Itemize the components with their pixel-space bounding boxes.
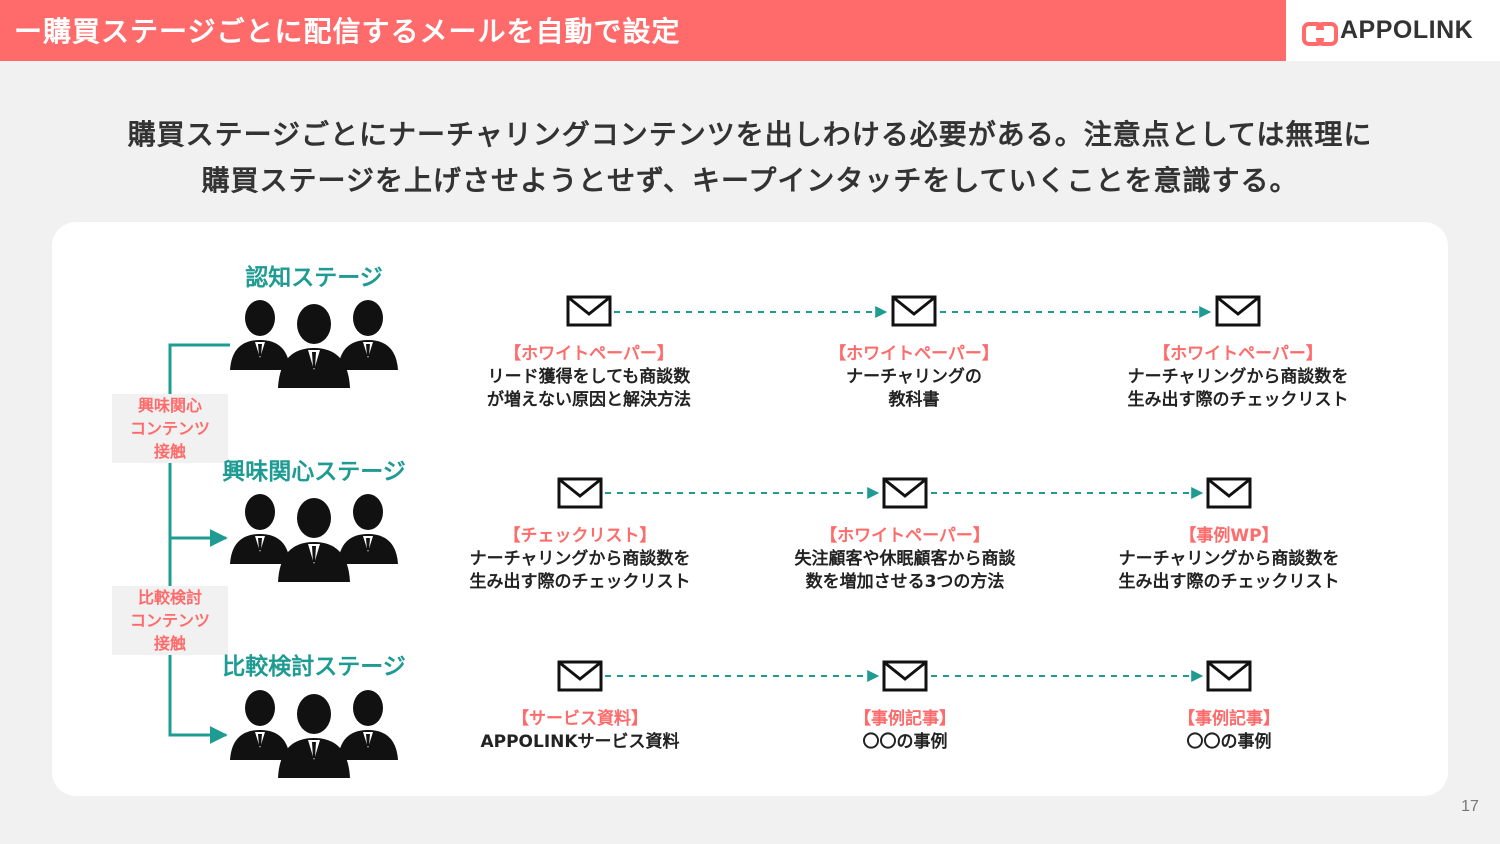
content-tag: 【ホワイトペーパー】 <box>829 344 999 364</box>
content-line-1: リード獲得をしても商談数 <box>487 367 691 387</box>
mail-icon <box>1206 477 1252 509</box>
content-line-1: 〇〇の事例 <box>862 732 948 752</box>
content-tag: 【サービス資料】 <box>512 709 648 729</box>
content-line-2: が増えない原因と解決方法 <box>487 390 691 410</box>
content-line-2: 生み出す際のチェックリスト <box>469 572 691 592</box>
content-line-2: 生み出す際のチェックリスト <box>1127 390 1349 410</box>
content-item-r2-1: 【チェックリスト】 ナーチャリングから商談数を 生み出す際のチェックリスト <box>430 525 730 594</box>
lead-line-1: 購買ステージごとにナーチャリングコンテンツを出しわける必要がある。注意点としては… <box>127 118 1373 151</box>
business-people-icon <box>230 300 398 388</box>
content-item-r3-3: 【事例記事】 〇〇の事例 <box>1079 708 1379 754</box>
content-tag: 【ホワイトペーパー】 <box>820 526 990 546</box>
mail-icon <box>1215 295 1261 327</box>
content-item-r2-3: 【事例WP】 ナーチャリングから商談数を 生み出す際のチェックリスト <box>1079 525 1379 594</box>
content-item-r3-2: 【事例記事】 〇〇の事例 <box>755 708 1055 754</box>
content-line-1: APPOLINKサービス資料 <box>480 732 680 752</box>
transition-1-line-1: 興味関心 <box>137 396 202 415</box>
content-line-1: 失注顧客や休眠顧客から商談 <box>794 549 1016 569</box>
lead-line-2: 購買ステージを上げさせようとせず、キープインタッチをしていくことを意識する。 <box>201 164 1299 197</box>
mail-icon <box>882 477 928 509</box>
content-tag: 【事例記事】 <box>1178 709 1280 729</box>
appolink-logo-icon <box>1302 22 1338 46</box>
content-tag: 【ホワイトペーパー】 <box>1153 344 1323 364</box>
transition-2-line-3: 接触 <box>153 634 186 653</box>
content-line-1: ナーチャリングから商談数を <box>1127 367 1349 387</box>
mail-icon <box>557 660 603 692</box>
content-item-r1-1: 【ホワイトペーパー】 リード獲得をしても商談数 が増えない原因と解決方法 <box>439 343 739 412</box>
content-tag: 【事例WP】 <box>1179 526 1279 546</box>
brand-logo: APPOLINK <box>1286 0 1500 61</box>
content-line-1: ナーチャリングの <box>846 367 982 387</box>
content-tag: 【ホワイトペーパー】 <box>504 344 674 364</box>
content-line-2: 教科書 <box>888 390 940 410</box>
business-people-icon <box>230 690 398 778</box>
content-tag: 【事例記事】 <box>854 709 956 729</box>
header-bar: ー購買ステージごとに配信するメールを自動で設定 <box>0 0 1286 61</box>
content-line-1: 〇〇の事例 <box>1186 732 1272 752</box>
transition-2-line-1: 比較検討 <box>137 588 202 607</box>
content-tag: 【チェックリスト】 <box>503 526 657 546</box>
page-number: 17 <box>1461 798 1479 815</box>
brand-name: APPOLINK <box>1340 16 1474 44</box>
stage-title-interest: 興味関心ステージ <box>222 459 406 485</box>
mail-icon <box>557 477 603 509</box>
mail-icon <box>882 660 928 692</box>
content-line-1: ナーチャリングから商談数を <box>1118 549 1340 569</box>
transition-label-2: 比較検討 コンテンツ 接触 <box>112 586 228 655</box>
transition-2-line-2: コンテンツ <box>129 611 210 630</box>
mail-icon <box>891 295 937 327</box>
stage-title-awareness: 認知ステージ <box>245 265 383 291</box>
content-item-r2-2: 【ホワイトペーパー】 失注顧客や休眠顧客から商談 数を増加させる3つの方法 <box>755 525 1055 594</box>
stage-title-comparison: 比較検討ステージ <box>222 654 406 680</box>
transition-label-1: 興味関心 コンテンツ 接触 <box>112 394 228 463</box>
transition-1-line-2: コンテンツ <box>129 419 210 438</box>
content-line-2: 生み出す際のチェックリスト <box>1118 572 1340 592</box>
content-item-r1-2: 【ホワイトペーパー】 ナーチャリングの 教科書 <box>764 343 1064 412</box>
mail-icon <box>566 295 612 327</box>
lead-text: 購買ステージごとにナーチャリングコンテンツを出しわける必要がある。注意点としては… <box>0 112 1500 204</box>
content-line-2: 数を増加させる3つの方法 <box>805 572 1005 592</box>
content-line-1: ナーチャリングから商談数を <box>469 549 691 569</box>
stage-panel <box>52 222 1448 796</box>
content-item-r3-1: 【サービス資料】 APPOLINKサービス資料 <box>430 708 730 754</box>
page-title: ー購買ステージごとに配信するメールを自動で設定 <box>14 15 681 48</box>
mail-icon <box>1206 660 1252 692</box>
transition-1-line-3: 接触 <box>153 442 186 461</box>
business-people-icon <box>230 494 398 582</box>
content-item-r1-3: 【ホワイトペーパー】 ナーチャリングから商談数を 生み出す際のチェックリスト <box>1088 343 1388 412</box>
